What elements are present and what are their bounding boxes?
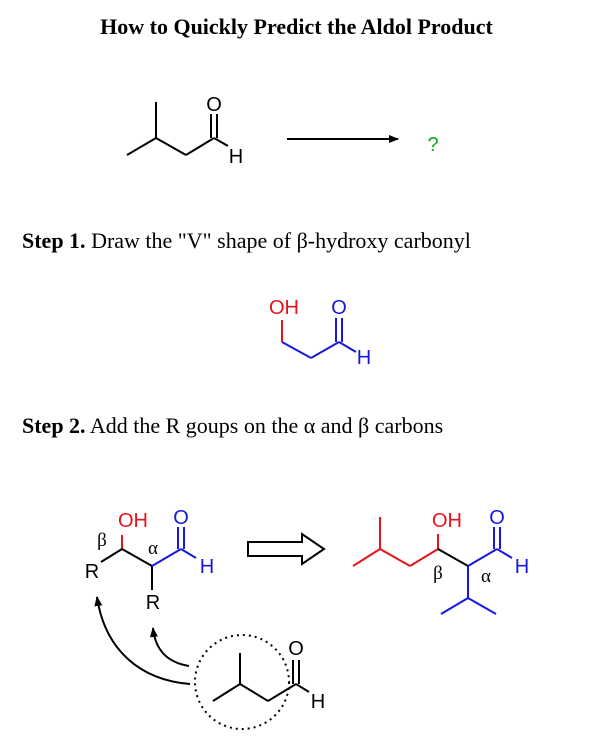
step1-oxygen-label: O xyxy=(331,297,347,319)
unknown-product-mark: ? xyxy=(427,134,438,156)
reagent-hydrogen-label: H xyxy=(311,691,325,713)
product-alpha-marker: α xyxy=(481,566,491,587)
reagent-oxygen-label: O xyxy=(288,638,304,660)
product-beta-marker: β xyxy=(433,563,443,584)
product-hydroxyl-label: OH xyxy=(432,510,462,532)
step2-caption: Step 2. Add the R goups on the α and β c… xyxy=(22,413,443,439)
product-oxygen-label: O xyxy=(489,507,505,529)
curved-arrow-to-beta-r xyxy=(94,596,191,685)
template-hydroxyl-label: OH xyxy=(118,510,148,532)
product-hydrogen-label: H xyxy=(515,556,529,578)
template-r-beta-label: R xyxy=(85,561,99,583)
template-hydrogen-label: H xyxy=(200,556,214,578)
hollow-transform-arrow xyxy=(247,532,326,566)
step2-label: Step 2. xyxy=(22,413,86,438)
reagent-aldehyde xyxy=(212,653,310,702)
template-r-alpha-label: R xyxy=(146,592,160,614)
aldehyde-oxygen-label: O xyxy=(206,94,222,116)
template-oxygen-label: O xyxy=(173,507,189,529)
page-title: How to Quickly Predict the Aldol Product xyxy=(100,14,493,39)
dotted-highlight-circle xyxy=(194,634,290,730)
step1-label: Step 1. xyxy=(22,228,86,253)
template-beta-marker: β xyxy=(97,530,107,551)
step2-text: Add the R goups on the α and β carbons xyxy=(89,413,444,438)
beta-hydroxy-carbonyl-skeleton xyxy=(281,318,357,359)
step1-text: Draw the "V" shape of β-hydroxy carbonyl xyxy=(91,228,471,253)
template-alpha-marker: α xyxy=(148,538,158,559)
step1-caption: Step 1. Draw the "V" shape of β-hydroxy … xyxy=(22,228,471,254)
aldol-product xyxy=(352,517,513,615)
curved-arrow-to-alpha-r xyxy=(149,627,190,667)
starting-aldehyde xyxy=(126,102,229,156)
step1-hydrogen-label: H xyxy=(357,347,371,369)
r-group-template xyxy=(100,527,197,590)
step1-hydroxyl-label: OH xyxy=(269,297,299,319)
aldehyde-hydrogen-label: H xyxy=(229,146,243,168)
